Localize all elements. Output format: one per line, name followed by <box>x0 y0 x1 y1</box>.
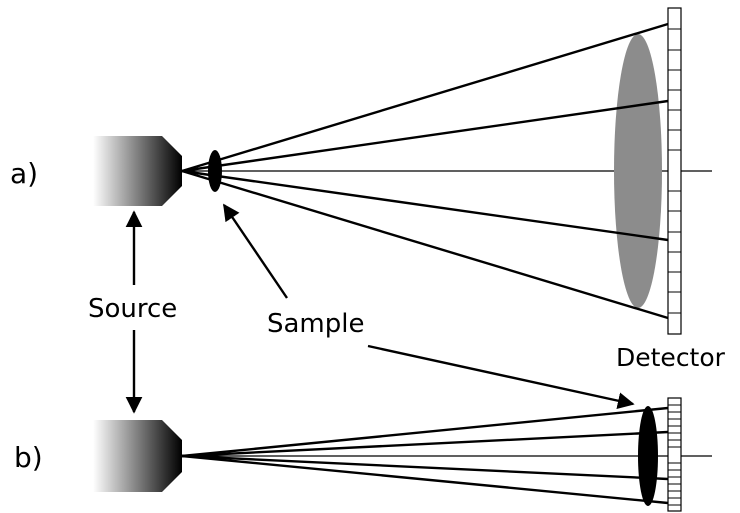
source-annotation: Source <box>88 210 177 414</box>
sample-a <box>208 150 222 192</box>
detector-label: Detector <box>616 343 726 372</box>
sample-arrow-b <box>367 344 635 409</box>
detector-b <box>667 397 682 512</box>
sample-label: Sample <box>267 309 365 339</box>
beam-lines-a <box>181 22 669 320</box>
source-a <box>93 136 182 206</box>
source-b <box>93 420 182 492</box>
panel-b-label: b) <box>14 441 43 474</box>
panel-a-label: a) <box>10 157 38 190</box>
sample-b <box>638 406 658 506</box>
panel-a: a) <box>10 7 712 335</box>
sample-arrow-a <box>223 203 288 299</box>
sample-annotation: Sample <box>223 203 635 409</box>
source-label: Source <box>88 294 177 324</box>
beam-lines-b <box>181 406 669 505</box>
detector-a <box>667 7 682 335</box>
panel-b: b) <box>14 397 712 512</box>
projection-a <box>614 34 662 308</box>
